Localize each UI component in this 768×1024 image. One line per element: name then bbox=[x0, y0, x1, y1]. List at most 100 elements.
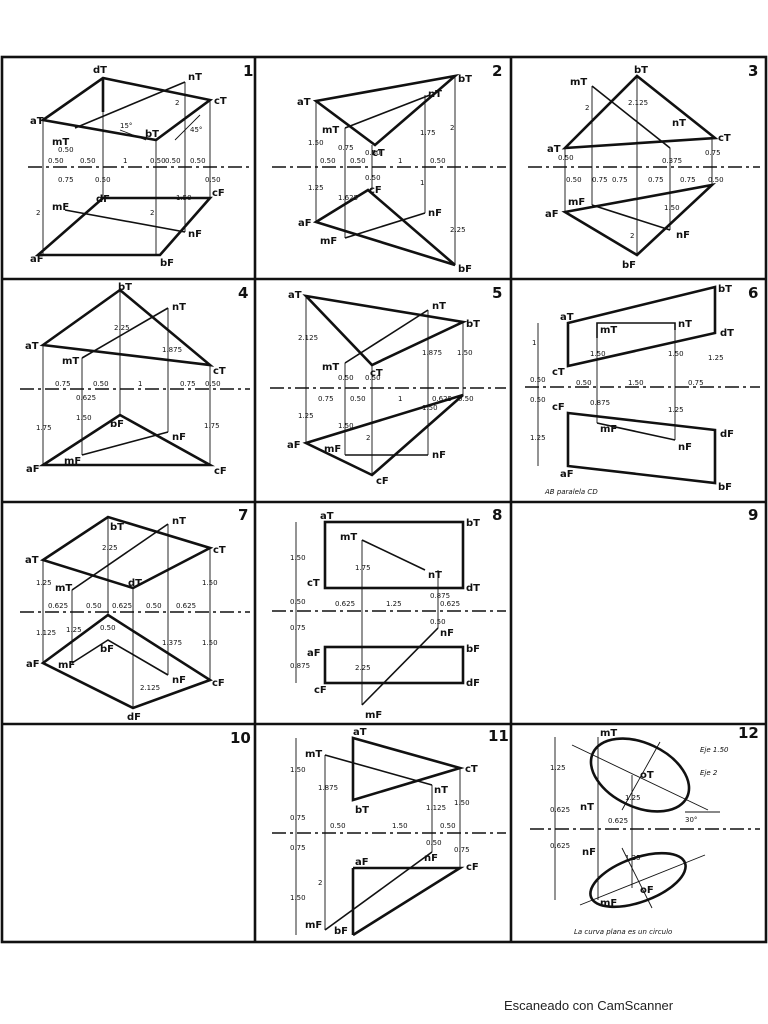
point-label: dT bbox=[93, 65, 107, 76]
dimension-label: 1.50 bbox=[176, 194, 192, 202]
point-label: cT bbox=[372, 148, 385, 159]
point-label: nT bbox=[172, 302, 186, 313]
point-label: mF bbox=[52, 202, 69, 213]
point-label: cF bbox=[466, 862, 479, 873]
dimension-label: 0.75 bbox=[612, 176, 628, 184]
dimension-label: 0.625 bbox=[48, 602, 68, 610]
point-label: aF bbox=[26, 464, 40, 475]
point-label: bT bbox=[110, 522, 124, 533]
front-view-polygon bbox=[561, 182, 717, 257]
point-label: nT bbox=[172, 516, 186, 527]
dimension-label: 0.50 bbox=[576, 379, 592, 387]
panel-number: 9 bbox=[748, 506, 758, 524]
point-label: nF bbox=[678, 442, 692, 453]
dimension-label: 0.50 bbox=[430, 157, 446, 165]
panel-note: AB paralela CD bbox=[544, 488, 598, 496]
point-label: cT bbox=[465, 764, 478, 775]
point-label: mF bbox=[58, 660, 75, 671]
point-label: mF bbox=[365, 710, 382, 721]
panel-6: 6 bT aT mT nT dT cT cF mF nF dF aF bF 1 … bbox=[525, 284, 760, 496]
point-label: oF bbox=[640, 885, 654, 896]
panel-7: 7 aT bT nT cT mT dT aF mF bF nF cF dF 2.… bbox=[20, 506, 250, 723]
panel-number: 5 bbox=[492, 284, 502, 302]
dimension-label: 0.75 bbox=[680, 176, 696, 184]
dimension-label: 2.25 bbox=[355, 664, 371, 672]
point-label: mF bbox=[568, 197, 585, 208]
point-label: oT bbox=[640, 770, 654, 781]
dimension-label: 0.50 bbox=[290, 598, 306, 606]
dimension-label: 0.50 bbox=[350, 157, 366, 165]
point-label: bF bbox=[718, 482, 732, 493]
top-view-polygon bbox=[39, 288, 215, 367]
point-label: nF bbox=[582, 847, 596, 858]
dimension-label: 1.50 bbox=[202, 639, 218, 647]
point-label: cT bbox=[213, 366, 226, 377]
dimension-label: 1 bbox=[123, 157, 127, 165]
dimension-label: 0.50 bbox=[458, 395, 474, 403]
point-label: nF bbox=[424, 853, 438, 864]
dimension-label: 1.375 bbox=[162, 639, 182, 647]
top-view-polygon bbox=[566, 285, 717, 368]
panel-number: 7 bbox=[238, 506, 248, 524]
dimension-label: 1.25 bbox=[36, 579, 52, 587]
dimension-label: 1.50 bbox=[668, 350, 684, 358]
panel-note: La curva plana es un circulo bbox=[574, 928, 672, 936]
point-label: aT bbox=[560, 312, 574, 323]
dimension-label: 0.50 bbox=[80, 157, 96, 165]
dimension-label: 1.25 bbox=[530, 434, 546, 442]
dimension-label: 0.625 bbox=[432, 395, 452, 403]
front-view-polygon bbox=[312, 188, 456, 267]
dimension-label: 0.50 bbox=[365, 149, 381, 157]
panel-number: 3 bbox=[748, 62, 758, 80]
point-label: mT bbox=[52, 137, 69, 148]
dimension-label: 1.25 bbox=[668, 406, 684, 414]
axis-label: Eje 2 bbox=[700, 769, 718, 777]
dimension-label: 0.375 bbox=[662, 157, 682, 165]
dimension-label: 2 bbox=[450, 124, 454, 132]
point-label: nF bbox=[172, 675, 186, 686]
dimension-label: 0.50 bbox=[150, 157, 166, 165]
dimension-label: 0.50 bbox=[430, 618, 446, 626]
dimension-label: 0.50 bbox=[350, 395, 366, 403]
dimension-label: 0.875 bbox=[430, 592, 450, 600]
dimension-label: 2.25 bbox=[114, 324, 130, 332]
point-label: nT bbox=[434, 785, 448, 796]
top-view-polygon bbox=[302, 294, 468, 367]
point-label: bF bbox=[160, 258, 174, 269]
dimension-label: 2 bbox=[175, 99, 179, 107]
dimension-label: 0.625 bbox=[76, 394, 96, 402]
panel-number: 8 bbox=[492, 506, 502, 524]
dimension-label: 1.25 bbox=[298, 412, 314, 420]
point-label: bF bbox=[466, 644, 480, 655]
point-label: mF bbox=[324, 444, 341, 455]
panel-11: 11 aT mT cT nT bT aF nF cF mF bF 1.50 1.… bbox=[272, 727, 509, 937]
dimension-label: 2 bbox=[366, 434, 370, 442]
panel-2: 2 aT bT nT mT cT cF nF aF mF bF 1.50 0.7… bbox=[272, 62, 506, 275]
panel-8: 8 aT bT mT nT cT dT nF aF bF cF dF mF 1.… bbox=[272, 506, 506, 721]
point-label: aF bbox=[545, 209, 559, 220]
point-label: mT bbox=[340, 532, 357, 543]
dimension-label: 2.125 bbox=[628, 99, 648, 107]
panel-10: 10 bbox=[230, 729, 251, 747]
dimension-label: 1.50 bbox=[76, 414, 92, 422]
dimension-label: 0.75 bbox=[338, 144, 354, 152]
dimension-label: 1 bbox=[138, 380, 142, 388]
point-label: nF bbox=[172, 432, 186, 443]
dimension-label: 1 bbox=[398, 157, 402, 165]
dimension-label: 1.25 bbox=[625, 794, 641, 802]
point-label: cF bbox=[369, 185, 382, 196]
dimension-label: 0.50 bbox=[146, 602, 162, 610]
point-label: aT bbox=[547, 144, 561, 155]
point-label: mT bbox=[570, 77, 587, 88]
point-label: nF bbox=[676, 230, 690, 241]
dimension-label: 0.75 bbox=[592, 176, 608, 184]
point-label: bT bbox=[466, 518, 480, 529]
point-label: mT bbox=[600, 728, 617, 739]
point-label: mF bbox=[600, 424, 617, 435]
dimension-label: 0.75 bbox=[290, 814, 306, 822]
point-label: mT bbox=[600, 325, 617, 336]
point-label: nT bbox=[188, 72, 202, 83]
point-label: dF bbox=[96, 194, 110, 205]
angle-label: 15° bbox=[120, 122, 132, 130]
